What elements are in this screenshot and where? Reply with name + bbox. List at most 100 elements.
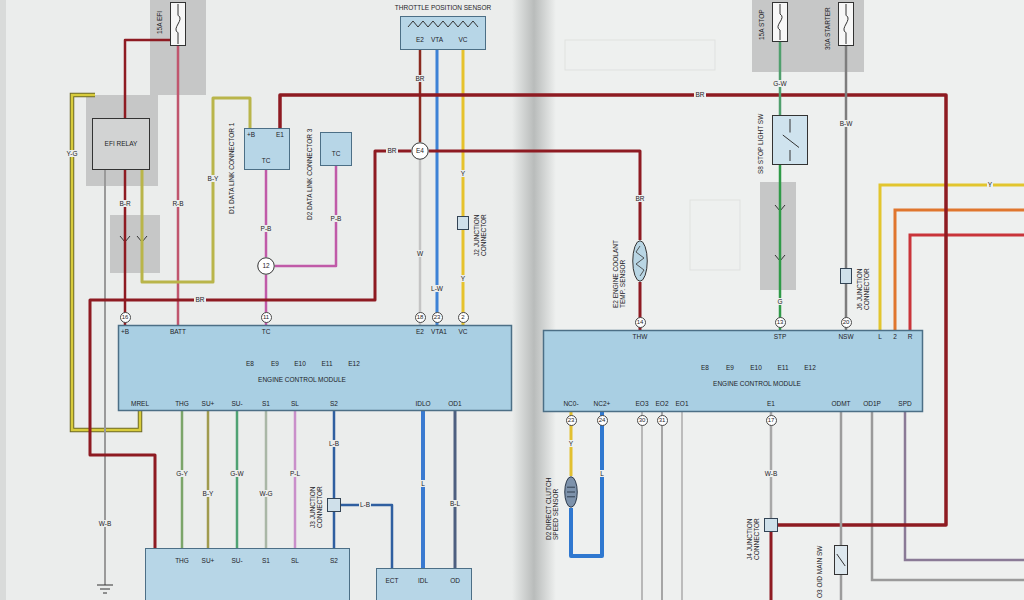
wire-color-code: P-B — [260, 225, 273, 232]
pin-name: L — [878, 333, 882, 340]
box-outline — [401, 17, 486, 50]
pin-name: S1 — [262, 400, 270, 407]
box-outline — [839, 3, 854, 46]
print-through — [565, 40, 715, 70]
module-code: E11 — [777, 364, 788, 371]
pin-name: EO1 — [675, 400, 688, 407]
box-outline — [245, 129, 290, 170]
part-label: 15A STOP — [758, 4, 765, 40]
wire — [779, 42, 782, 115]
wire — [770, 532, 773, 600]
component-box: ECTIDLOD — [376, 568, 472, 600]
box-outline — [773, 116, 808, 165]
box-outline — [773, 3, 788, 42]
pin-name: TC — [332, 150, 341, 157]
sensor-oval-outline — [564, 476, 578, 508]
control-module: E8E9E10E11E12ENGINE CONTROL MODULE14THW1… — [543, 330, 923, 412]
pin-name: EO3 — [635, 400, 648, 407]
wire — [910, 235, 1024, 330]
pin-name: NC2+ — [594, 400, 611, 407]
wire — [840, 412, 843, 545]
wire-color-code: G — [776, 298, 783, 305]
pin-number: 17 — [766, 415, 777, 426]
pin-name: R — [908, 333, 913, 340]
fuse-symbol — [844, 4, 848, 44]
wire — [275, 166, 336, 266]
splice-circle: E4 — [411, 142, 429, 160]
sensor-oval-outline — [632, 240, 648, 282]
pin-number: 23 — [566, 415, 577, 426]
pin-name: STP — [774, 333, 787, 340]
pin-name: OD1 — [448, 400, 461, 407]
box-outline — [765, 519, 778, 532]
pin-name: SL — [291, 557, 299, 564]
pin-name: IDLO — [415, 400, 430, 407]
part-label: E2 ENGINE COOLANT TEMP. SENSOR — [612, 236, 627, 308]
pin-name: TC — [262, 328, 271, 335]
switch-box-outline — [834, 545, 848, 575]
switch-box: S8 STOP LIGHT SW — [772, 115, 808, 165]
wire — [641, 412, 643, 600]
pin-name: E2 — [416, 36, 424, 43]
pin-name: S2 — [330, 400, 338, 407]
fuse: 30A STARTER — [838, 2, 854, 46]
wire — [181, 411, 184, 548]
pin-name: TC — [262, 157, 271, 164]
pin-number: 14 — [635, 317, 646, 328]
pin-name: VC — [458, 328, 467, 335]
wire-color-code: R-B — [171, 200, 184, 207]
pin-name: E1 — [276, 131, 284, 138]
shaded-area — [110, 215, 160, 273]
wire-color-code: Y — [460, 170, 466, 177]
ground-symbol — [97, 585, 113, 593]
wire-color-code: B-Y — [202, 490, 215, 497]
switch-box: O3 O/D MAIN SW — [834, 545, 848, 575]
pin-number: 18 — [415, 312, 426, 323]
pin-name: SPD — [898, 400, 911, 407]
switch-symbol — [837, 554, 845, 566]
resistor-symbol — [408, 21, 478, 27]
box-outline — [544, 331, 923, 412]
wire-color-code: BR — [634, 195, 645, 202]
pin-number: 20 — [841, 317, 852, 328]
pin-name: VC — [458, 36, 467, 43]
fuse-outline — [838, 2, 854, 46]
wire-color-code: BR — [194, 296, 205, 303]
pin-name: +B — [121, 328, 129, 335]
fuse: 15A STOP — [772, 2, 788, 42]
wire — [462, 50, 465, 216]
wire-color-code: BR — [386, 147, 397, 154]
sensor-box: THROTTLE POSITION SENSORE2VTAVC — [400, 16, 486, 50]
pin-name: S2 — [330, 557, 338, 564]
wire-color-code: W-B — [98, 520, 113, 527]
module-code: E9 — [726, 364, 734, 371]
wire — [294, 411, 297, 548]
splice-circle: 12 — [257, 257, 275, 275]
wire-color-code: L-W — [430, 285, 444, 292]
pin-name: 2 — [893, 333, 897, 340]
pin-name: MREL — [131, 400, 149, 407]
wire — [880, 185, 1024, 330]
pin-name: E1 — [767, 400, 775, 407]
wire-color-code: L — [420, 480, 426, 487]
wire-color-code: Y-G — [66, 150, 79, 157]
part-label: 15A EFI — [156, 4, 163, 34]
module-title: ENGINE CONTROL MODULE — [713, 380, 801, 387]
pin-name: OD1P — [863, 400, 881, 407]
wire-color-code: W — [416, 250, 424, 257]
junction-connector: J4 JUNCTION CONNECTOR — [764, 518, 778, 532]
wire — [421, 411, 425, 568]
pin-number: 24 — [597, 415, 608, 426]
connector-box: D2 DATA LINK CONNECTOR 3TC — [320, 132, 352, 166]
pin-name: EO2 — [655, 400, 668, 407]
connector-box: D1 DATA LINK CONNECTOR 1+BE1TC — [244, 128, 290, 170]
module-title: ENGINE CONTROL MODULE — [258, 376, 346, 383]
print-through — [690, 200, 740, 270]
pin-number: 23 — [432, 312, 443, 323]
pin-name: SU+ — [202, 557, 215, 564]
pin-name: SL — [291, 400, 299, 407]
wire — [419, 160, 422, 325]
wire — [207, 411, 210, 548]
junction-connector: J3 JUNCTION CONNECTOR — [327, 498, 341, 512]
pin-name: NSW — [838, 333, 853, 340]
